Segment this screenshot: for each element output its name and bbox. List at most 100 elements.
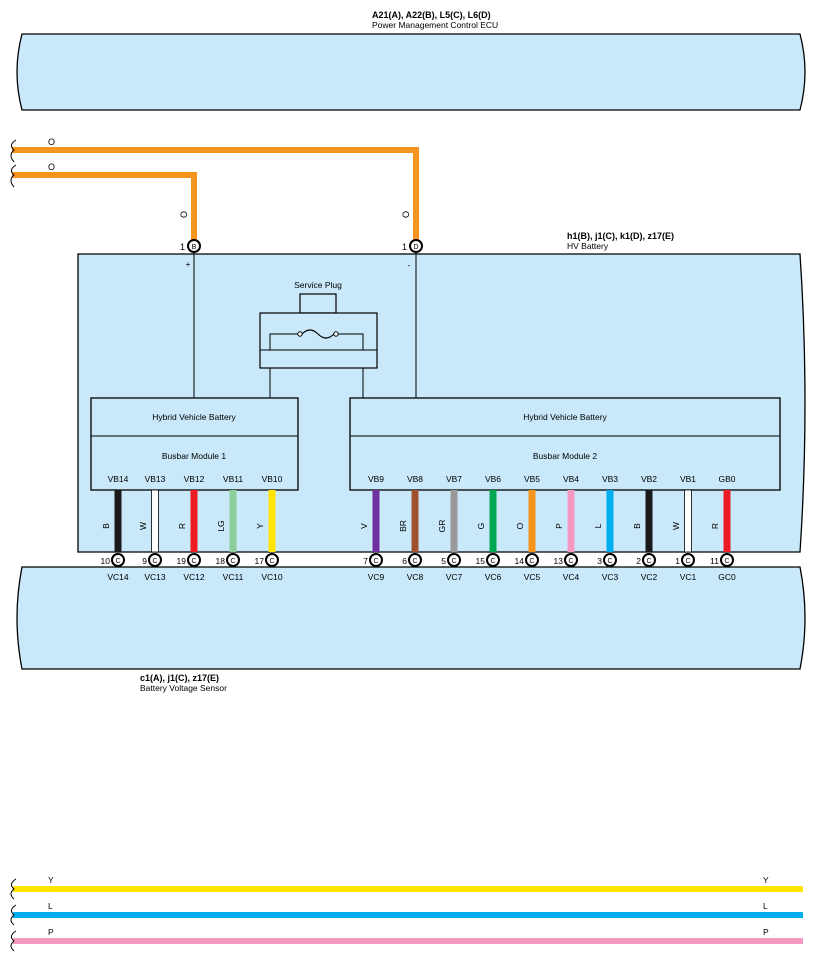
pin-bottom-label: VC3 — [602, 572, 619, 582]
pin-wire — [645, 490, 653, 552]
pin-number: 14 — [515, 556, 525, 566]
pin-connector-letter: C — [451, 558, 456, 565]
wire-break-mark — [10, 139, 17, 163]
bottom-wire-right-label: Y — [763, 875, 769, 885]
module-2-title: Hybrid Vehicle Battery — [523, 412, 607, 422]
pin-top-label: GB0 — [718, 474, 735, 484]
wire-break-mark — [10, 164, 17, 188]
pin-wire-color-label: L — [593, 523, 603, 528]
pin-terminal — [525, 553, 539, 567]
pin-top-label: VB7 — [446, 474, 462, 484]
pin-top-label: VB9 — [368, 474, 384, 484]
fuse-icon — [301, 329, 335, 339]
bottom-wire-left-label: Y — [48, 875, 54, 885]
power-terminal-minus: D 1 - — [402, 239, 423, 270]
pin-wire — [684, 489, 692, 553]
pin-connector-letter: C — [490, 558, 495, 565]
module-1-subtitle: Busbar Module 1 — [162, 451, 227, 461]
terminal-pin-number: 1 — [402, 242, 407, 252]
terminal-polarity: + — [186, 260, 191, 269]
pin-bottom-label: VC11 — [223, 572, 244, 582]
pin-terminal — [486, 553, 500, 567]
pin-wires: VB14BC10VB13WC9VB12RC19VB11LGC18VB10YC17… — [101, 474, 736, 567]
power-terminal-plus: B 1 + — [180, 239, 201, 269]
pin-connector-letter: C — [152, 558, 157, 565]
pin-top-label: VB10 — [262, 474, 283, 484]
bottom-wire-right-label: P — [763, 927, 769, 937]
pin-wire-color-label: Y — [255, 523, 265, 529]
pin-top-label: VB8 — [407, 474, 423, 484]
pin-bottom-label: VC5 — [524, 572, 541, 582]
pin-top-label: VB1 — [680, 474, 696, 484]
pin-wire — [114, 490, 122, 552]
busbar-module-1: Hybrid Vehicle Battery Busbar Module 1 — [90, 397, 299, 491]
pin-bottom-label: VC10 — [261, 572, 283, 582]
pin-terminal — [642, 553, 656, 567]
pin-bottom-label: VC1 — [680, 572, 697, 582]
pin-connector-letter: C — [230, 558, 235, 565]
ecu-code: A21(A), A22(B), L5(C), L6(D) — [372, 10, 491, 20]
pin-bottom-label: VC4 — [563, 572, 580, 582]
pin-number: 15 — [476, 556, 486, 566]
pin-number: 9 — [142, 556, 147, 566]
sensor-code: c1(A), j1(C), z17(E) — [140, 673, 219, 683]
pin-terminal — [681, 553, 695, 567]
pin-bottom-label: VC6 — [485, 572, 502, 582]
pin-wire — [411, 490, 419, 552]
pin-number: 7 — [363, 556, 368, 566]
pin-bottom-label: VC9 — [368, 572, 385, 582]
pin-wire — [151, 489, 159, 553]
service-plug-label: Service Plug — [294, 280, 342, 290]
pin-number: 5 — [441, 556, 446, 566]
power-wires — [12, 147, 419, 240]
wire-break-mark — [10, 878, 17, 900]
pin-connector-letter: C — [529, 558, 534, 565]
power-wire-vertical-label: O — [401, 211, 411, 218]
busbar-module-2: Hybrid Vehicle Battery Busbar Module 2 — [349, 397, 781, 491]
pin-top-label: VB6 — [485, 474, 501, 484]
pin-wire-color-label: R — [710, 523, 720, 529]
pin-top-label: VB11 — [223, 474, 243, 484]
pin-wire — [489, 490, 497, 552]
wire-break-mark — [10, 930, 17, 952]
pin-bottom-label: VC12 — [183, 572, 205, 582]
pin-terminal — [720, 553, 734, 567]
pin-wire — [567, 490, 575, 552]
pin-connector-letter: C — [607, 558, 612, 565]
pin-wire-color-label: GR — [437, 520, 447, 533]
pin-terminal — [564, 553, 578, 567]
pin-bottom-label: VC13 — [144, 572, 166, 582]
power-wire-label: O — [48, 137, 55, 147]
bottom-wire-left-label: P — [48, 927, 54, 937]
pin-wire — [723, 490, 731, 552]
pin-bottom-label: VC2 — [641, 572, 658, 582]
pin-terminal — [408, 553, 422, 567]
pin-terminal — [265, 553, 279, 567]
pin-wire — [528, 490, 536, 552]
pin-connector-letter: C — [412, 558, 417, 565]
pin-top-label: VB2 — [641, 474, 657, 484]
sensor-name: Battery Voltage Sensor — [140, 683, 227, 693]
sensor-block — [16, 566, 806, 670]
pin-number: 1 — [675, 556, 680, 566]
module-1-title: Hybrid Vehicle Battery — [152, 412, 236, 422]
power-wire-vertical-label: O — [179, 211, 189, 218]
bottom-wire-line — [13, 912, 803, 918]
pin-bottom-label: VC7 — [446, 572, 463, 582]
pin-top-label: VB4 — [563, 474, 579, 484]
pin-wire-color-label: B — [101, 523, 111, 529]
bottom-wire-line — [13, 938, 803, 944]
